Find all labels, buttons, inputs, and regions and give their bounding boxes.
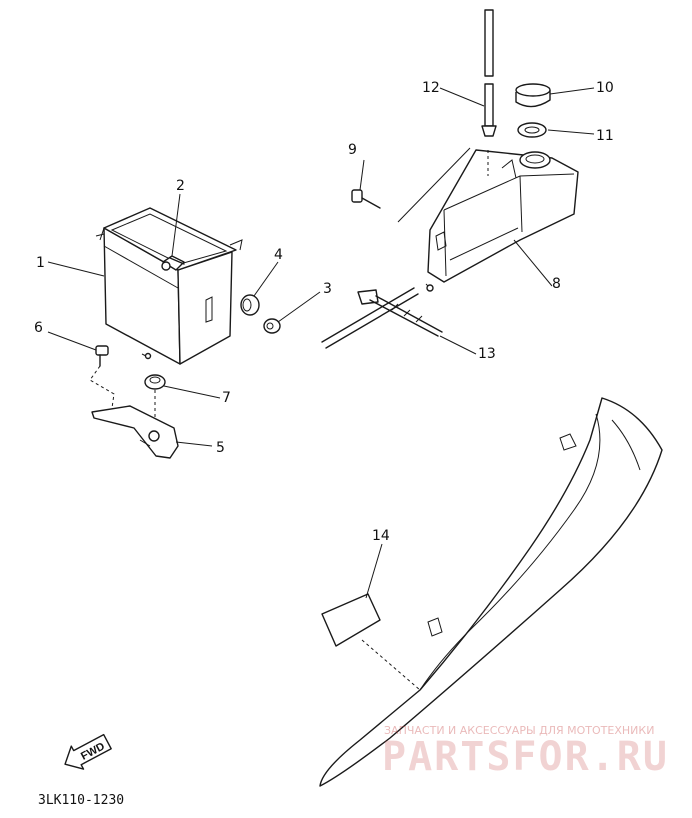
callout-3: 3 [323,281,332,297]
callout-14: 14 [372,528,390,544]
callout-6: 6 [34,320,43,336]
callout-11: 11 [596,128,614,144]
bolt-part-2 [161,255,185,271]
side-cover [319,397,663,787]
fwd-arrow: FWD [64,733,112,770]
washer-part-11 [517,122,547,138]
callout-9: 9 [348,142,357,158]
hose-band-part-13 [321,287,443,349]
watermark-tagline: ЗАПЧАСТИ И АКСЕССУАРЫ ДЛЯ МОТОТЕХНИКИ [384,724,654,737]
bolt-part-9 [351,189,381,209]
battery-box [95,207,243,365]
callout-8: 8 [552,276,561,292]
watermark-brand: PARTSFOR.RU [382,734,669,780]
callout-numbers: 1 2 3 4 5 6 7 8 9 10 11 12 13 14 [34,80,614,544]
callout-13: 13 [478,346,496,362]
part-code: 3LK110-1230 [38,793,124,808]
callout-2: 2 [176,178,185,194]
callout-10: 10 [596,80,614,96]
callout-7: 7 [222,390,231,406]
callout-1: 1 [36,255,45,271]
bolt-part-12 [481,9,497,137]
callout-12: 12 [422,80,440,96]
collar-part-3 [263,318,281,334]
bolt-part-6 [89,345,115,409]
grommet-part-4 [240,294,260,316]
bracket-part-5 [91,405,179,459]
cap-part-10 [515,83,551,108]
collar-part-7 [144,374,166,424]
label-plate [321,593,421,691]
watermark: ЗАПЧАСТИ И АКСЕССУАРЫ ДЛЯ МОТОТЕХНИКИ PA… [382,724,669,780]
fwd-label: FWD [79,740,107,762]
reservoir-tank [425,149,579,292]
callout-4: 4 [274,247,283,263]
callout-5: 5 [216,440,225,456]
leader-lines [47,87,595,599]
